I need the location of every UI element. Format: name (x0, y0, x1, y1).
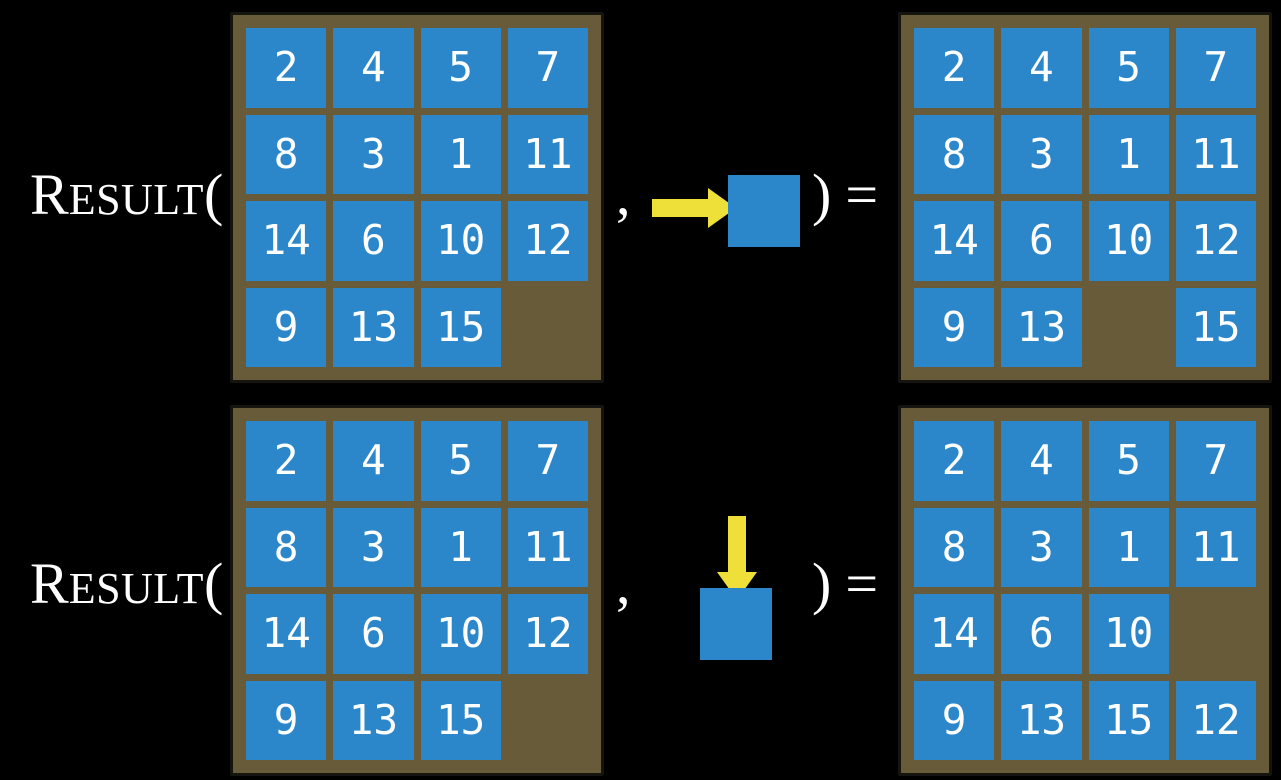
puzzle-tile-8: 8 (914, 114, 995, 194)
puzzle-tile-6: 6 (333, 594, 414, 674)
puzzle-tile-3: 3 (1001, 114, 1082, 194)
puzzle-tile-2: 2 (246, 421, 327, 501)
arrow-right-icon (652, 188, 736, 228)
puzzle-tile-4: 4 (333, 28, 414, 108)
open-paren: ( (204, 162, 224, 227)
puzzle-tile-8: 8 (246, 114, 327, 194)
puzzle-tile-7: 7 (507, 421, 588, 501)
equals-sign: = (845, 551, 879, 616)
puzzle-tile-15: 15 (420, 287, 501, 367)
function-name-initial: R (30, 162, 69, 227)
puzzle-tile-1: 1 (1088, 114, 1169, 194)
puzzle-tile-8: 8 (246, 507, 327, 587)
empty-cell (508, 288, 588, 368)
puzzle-tile-4: 4 (1001, 28, 1082, 108)
puzzle-tile-14: 14 (914, 594, 995, 674)
open-paren: ( (204, 551, 224, 616)
puzzle-tile-10: 10 (1088, 201, 1169, 281)
puzzle-tile-7: 7 (1175, 421, 1256, 501)
puzzle-tile-6: 6 (333, 201, 414, 281)
puzzle-tile-14: 14 (246, 594, 327, 674)
puzzle-tile-11: 11 (507, 507, 588, 587)
close-paren-equals-2: )= (812, 555, 878, 613)
puzzle-tile-6: 6 (1001, 201, 1082, 281)
puzzle-tile-7: 7 (1175, 28, 1256, 108)
puzzle-tile-10: 10 (1088, 594, 1169, 674)
puzzle-tile-13: 13 (333, 287, 414, 367)
puzzle-tile-3: 3 (333, 507, 414, 587)
puzzle-tile-2: 2 (914, 421, 995, 501)
puzzle-tile-13: 13 (1001, 680, 1082, 760)
puzzle-tile-1: 1 (420, 114, 501, 194)
comma-separator-2: , (616, 551, 631, 616)
puzzle-tile-10: 10 (420, 201, 501, 281)
puzzle-tile-9: 9 (246, 287, 327, 367)
close-paren: ) (812, 551, 832, 616)
puzzle-tile-11: 11 (507, 114, 588, 194)
empty-cell (1089, 288, 1169, 368)
puzzle-tile-13: 13 (1001, 287, 1082, 367)
empty-cell (1176, 594, 1256, 674)
function-name-initial: R (30, 551, 69, 616)
equals-sign: = (845, 162, 879, 227)
puzzle-tile-9: 9 (914, 680, 995, 760)
puzzle-tile-12: 12 (507, 594, 588, 674)
puzzle-tile-15: 15 (420, 680, 501, 760)
function-label-1: RESULT( (30, 166, 223, 224)
puzzle-tile-4: 4 (333, 421, 414, 501)
puzzle-tile-5: 5 (420, 28, 501, 108)
empty-cell (508, 681, 588, 761)
puzzle-tile-5: 5 (1088, 28, 1169, 108)
puzzle-tile-13: 13 (333, 680, 414, 760)
puzzle-tile-7: 7 (507, 28, 588, 108)
puzzle-tile-2: 2 (914, 28, 995, 108)
puzzle-tile-1: 1 (420, 507, 501, 587)
puzzle-tile-14: 14 (914, 201, 995, 281)
comma-separator-1: , (616, 162, 631, 227)
puzzle-tile-6: 6 (1001, 594, 1082, 674)
function-name-rest: ESULT (68, 564, 205, 613)
puzzle-tile-12: 12 (1175, 201, 1256, 281)
function-label-2: RESULT( (30, 555, 223, 613)
puzzle-tile-8: 8 (914, 507, 995, 587)
puzzle-tile-9: 9 (246, 680, 327, 760)
puzzle-tile-14: 14 (246, 201, 327, 281)
puzzle-tile-3: 3 (333, 114, 414, 194)
puzzle-tile-2: 2 (246, 28, 327, 108)
action-tile-square-1 (728, 175, 800, 247)
puzzle-tile-11: 11 (1175, 507, 1256, 587)
puzzle-tile-9: 9 (914, 287, 995, 367)
puzzle-tile-3: 3 (1001, 507, 1082, 587)
puzzle-tile-10: 10 (420, 594, 501, 674)
close-paren: ) (812, 162, 832, 227)
puzzle-tile-1: 1 (1088, 507, 1169, 587)
puzzle-tile-15: 15 (1088, 680, 1169, 760)
function-name-rest: ESULT (68, 175, 205, 224)
puzzle-tile-12: 12 (507, 201, 588, 281)
arrow-down-icon (717, 516, 757, 600)
puzzle-tile-4: 4 (1001, 421, 1082, 501)
puzzle-tile-15: 15 (1175, 287, 1256, 367)
puzzle-tile-12: 12 (1175, 680, 1256, 760)
puzzle-tile-11: 11 (1175, 114, 1256, 194)
action-tile-square-2 (700, 588, 772, 660)
puzzle-tile-5: 5 (420, 421, 501, 501)
puzzle-tile-5: 5 (1088, 421, 1169, 501)
close-paren-equals-1: )= (812, 166, 878, 224)
